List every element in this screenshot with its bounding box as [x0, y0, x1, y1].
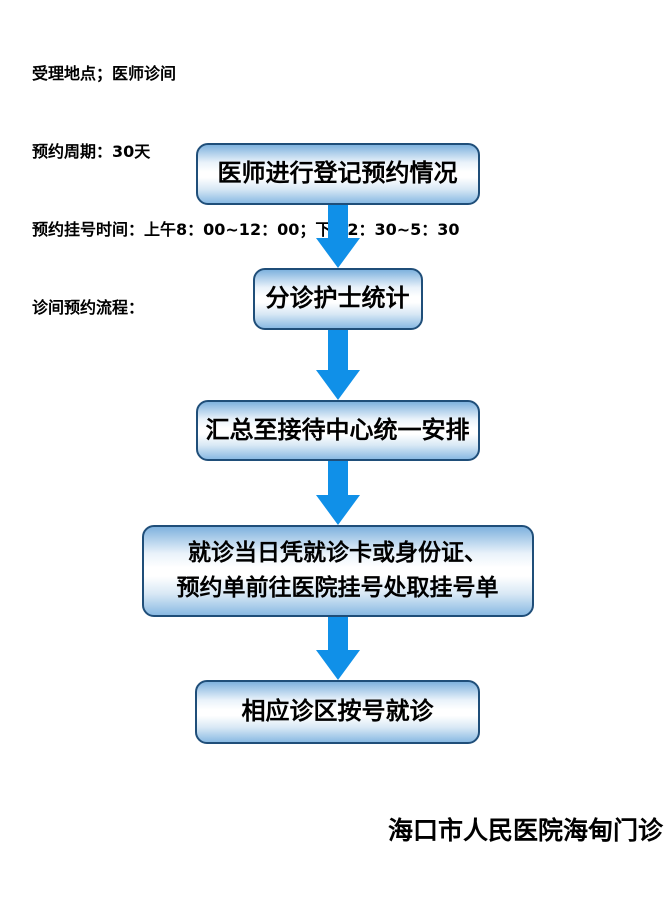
arrow-head	[315, 238, 360, 268]
flowchart: 医师进行登记预约情况 分诊护士统计 汇总至接待中心统一安排 就诊当日凭就诊卡或身…	[2, 143, 671, 744]
arrow-head	[315, 495, 360, 525]
flow-step-nurse-count: 分诊护士统计	[252, 268, 423, 330]
down-arrow-icon	[315, 205, 360, 268]
header-line-cycle: 预约周期：30天	[32, 142, 151, 161]
footer-signature: 海口市人民医院海甸门诊	[387, 816, 663, 845]
flow-step-label: 汇总至接待中心统一安排	[205, 415, 470, 444]
flow-step-label: 分诊护士统计	[265, 284, 410, 313]
header-line-location: 受理地点；医师诊间	[32, 64, 177, 83]
flow-step-get-ticket: 就诊当日凭就诊卡或身份证、 预约单前往医院挂号处取挂号单	[141, 525, 534, 617]
flow-step-label: 医师进行登记预约情况	[217, 159, 458, 188]
header-line-time: 预约挂号时间：上午8：00~12：00；下午2：30~5：30	[32, 220, 460, 239]
flow-step-label-line1: 就诊当日凭就诊卡或身份证、	[188, 540, 487, 566]
down-arrow-icon	[315, 461, 360, 525]
arrow-shaft	[327, 461, 348, 495]
arrow-shaft	[327, 617, 348, 650]
flow-step-label-line2: 预约单前往医院挂号处取挂号单	[176, 575, 499, 601]
header-line-process-title: 诊间预约流程：	[32, 298, 145, 317]
flow-step-visit-by-number: 相应诊区按号就诊	[195, 680, 480, 744]
arrow-head	[315, 650, 360, 680]
flow-step-label: 相应诊区按号就诊	[241, 697, 434, 726]
arrow-shaft	[327, 330, 348, 370]
flow-step-reception-arrange: 汇总至接待中心统一安排	[195, 400, 480, 461]
flow-step-register: 医师进行登记预约情况	[195, 143, 480, 205]
arrow-shaft	[327, 205, 348, 238]
down-arrow-icon	[315, 617, 360, 680]
header-info: 受理地点；医师诊间 预约周期：30天 预约挂号时间：上午8：00~12：00；下…	[32, 9, 460, 373]
down-arrow-icon	[315, 330, 360, 400]
arrow-head	[315, 370, 360, 400]
